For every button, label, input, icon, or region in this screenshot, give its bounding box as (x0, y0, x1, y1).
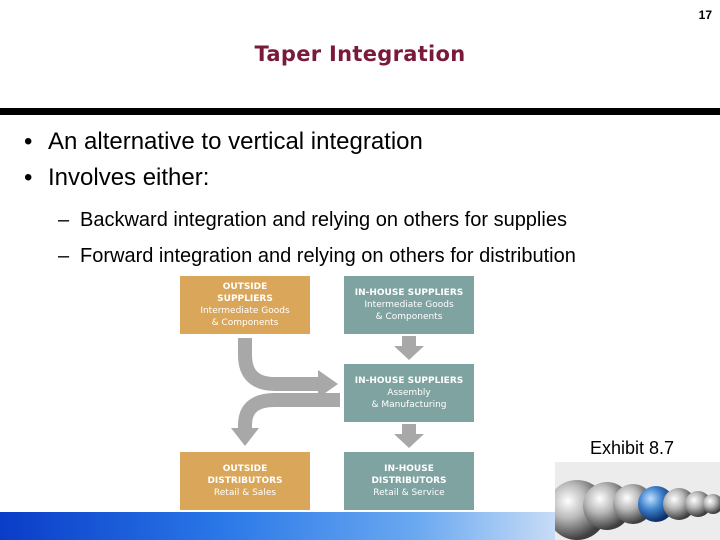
outside-suppliers-line-1: Intermediate Goods (200, 306, 290, 316)
inhouse-distributors-heading-1: IN-HOUSE (384, 464, 434, 474)
bullet-dot: • (24, 128, 33, 155)
inhouse-suppliers-components-line-1: Intermediate Goods (364, 300, 454, 310)
outside-suppliers-line-2: & Components (211, 318, 279, 328)
curved-arrow-right-icon (238, 338, 318, 391)
bullet-text: An alternative to vertical integration (48, 128, 423, 155)
sub-bullet-item: –Forward integration and relying on othe… (58, 238, 576, 274)
slide-title: Taper Integration (254, 42, 466, 66)
inhouse-distributors-heading-2: DISTRIBUTORS (371, 476, 447, 486)
bullet-list: •An alternative to vertical integration … (24, 124, 423, 196)
sub-bullet-item: –Backward integration and relying on oth… (58, 202, 576, 238)
inhouse-distributors-box: IN-HOUSE DISTRIBUTORS Retail & Service (344, 452, 474, 510)
arrow-down-icon (394, 336, 424, 360)
inhouse-suppliers-assembly-box: IN-HOUSE SUPPLIERS Assembly & Manufactur… (344, 364, 474, 422)
arrow-head-right-icon (318, 370, 338, 398)
inhouse-suppliers-assembly-heading: IN-HOUSE SUPPLIERS (354, 376, 464, 386)
inhouse-suppliers-components-box: IN-HOUSE SUPPLIERS Intermediate Goods & … (344, 276, 474, 334)
sub-bullet-text: Forward integration and relying on other… (80, 245, 576, 267)
outside-distributors-heading-1: OUTSIDE (222, 464, 268, 474)
sub-bullet-dash: – (58, 245, 70, 267)
exhibit-label: Exhibit 8.7 (590, 438, 675, 458)
inhouse-distributors-line-1: Retail & Service (373, 488, 445, 498)
title-divider (0, 108, 720, 115)
outside-distributors-box: OUTSIDE DISTRIBUTORS Retail & Sales (180, 452, 310, 510)
sub-bullet-dash: – (58, 209, 70, 231)
outside-suppliers-heading-2: SUPPLIERS (217, 294, 273, 304)
sub-bullet-text: Backward integration and relying on othe… (80, 209, 567, 231)
outside-suppliers-heading-1: OUTSIDE (222, 282, 268, 292)
arrow-down-icon (394, 424, 424, 448)
inhouse-suppliers-components-line-2: & Components (375, 312, 443, 322)
inhouse-suppliers-components-heading: IN-HOUSE SUPPLIERS (354, 288, 464, 298)
outside-suppliers-box: OUTSIDE SUPPLIERS Intermediate Goods & C… (180, 276, 310, 334)
inhouse-suppliers-assembly-line-1: Assembly (387, 388, 431, 398)
curved-arrow-down-icon (238, 393, 340, 428)
outside-distributors-line-1: Retail & Sales (213, 488, 277, 498)
decorative-spheres-image (555, 462, 720, 540)
footer-gradient-bar (0, 512, 555, 540)
bullet-dot: • (24, 164, 33, 191)
inhouse-suppliers-assembly-line-2: & Manufacturing (371, 400, 447, 410)
bullet-item: • An alternative to vertical integration (24, 124, 423, 160)
bullet-text: Involves either: (48, 164, 210, 191)
arrow-head-down-icon (231, 428, 259, 446)
page-number: 17 (698, 8, 712, 22)
sub-bullet-list: –Backward integration and relying on oth… (58, 202, 576, 274)
bullet-item: • Involves either: (24, 160, 423, 196)
outside-distributors-heading-2: DISTRIBUTORS (207, 476, 283, 486)
